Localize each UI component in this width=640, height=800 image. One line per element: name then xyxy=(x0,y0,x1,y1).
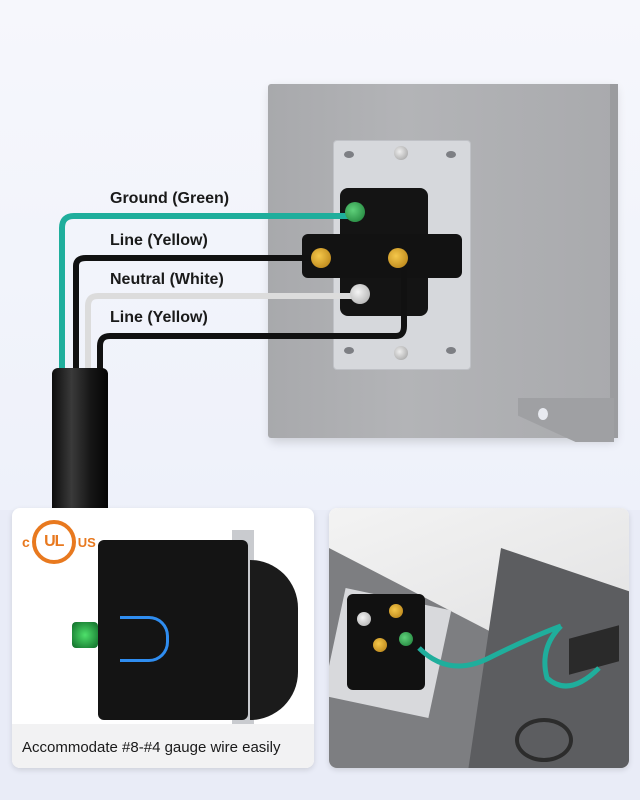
card-caption: Accommodate #8-#4 gauge wire easily xyxy=(22,739,281,756)
wire-clamp-highlight xyxy=(120,616,169,662)
ground-terminal-screw-icon xyxy=(345,202,365,222)
ground-wire-photo xyxy=(417,623,601,689)
caption-bar xyxy=(12,724,314,768)
line-wire-1 xyxy=(73,255,318,370)
feature-card-installation-photo xyxy=(329,508,629,768)
neutral-terminal-screw-icon xyxy=(350,284,370,304)
label-line-1: Line (Yellow) xyxy=(110,232,208,249)
line-terminal-screw-right-icon xyxy=(388,248,408,268)
label-ground: Ground (Green) xyxy=(110,190,230,207)
label-line-2: Line (Yellow) xyxy=(110,309,208,326)
plate-screw-top-icon xyxy=(394,146,408,160)
green-screw-icon xyxy=(399,632,413,646)
knockout-grommet xyxy=(515,718,573,762)
plate-screw-bottom-icon xyxy=(394,346,408,360)
silver-screw-icon xyxy=(357,612,371,626)
ground-wire xyxy=(59,213,355,373)
power-cable xyxy=(52,368,108,510)
line-wire-2 xyxy=(97,270,407,370)
label-neutral: Neutral (White) xyxy=(110,271,224,288)
brass-screw-icon xyxy=(373,638,387,652)
ul-certification-logo: c UL US xyxy=(22,520,96,564)
neutral-wire xyxy=(85,293,356,370)
wiring-diagram xyxy=(59,213,407,373)
receptacle-face xyxy=(250,560,298,720)
line-terminal-screw-left-icon xyxy=(311,248,331,268)
feature-card-wire-gauge: c UL US Accommodate #8-#4 gauge wire eas… xyxy=(12,508,314,768)
mounting-hole xyxy=(538,408,548,420)
ground-screw-icon xyxy=(72,622,98,648)
brass-screw-icon xyxy=(389,604,403,618)
